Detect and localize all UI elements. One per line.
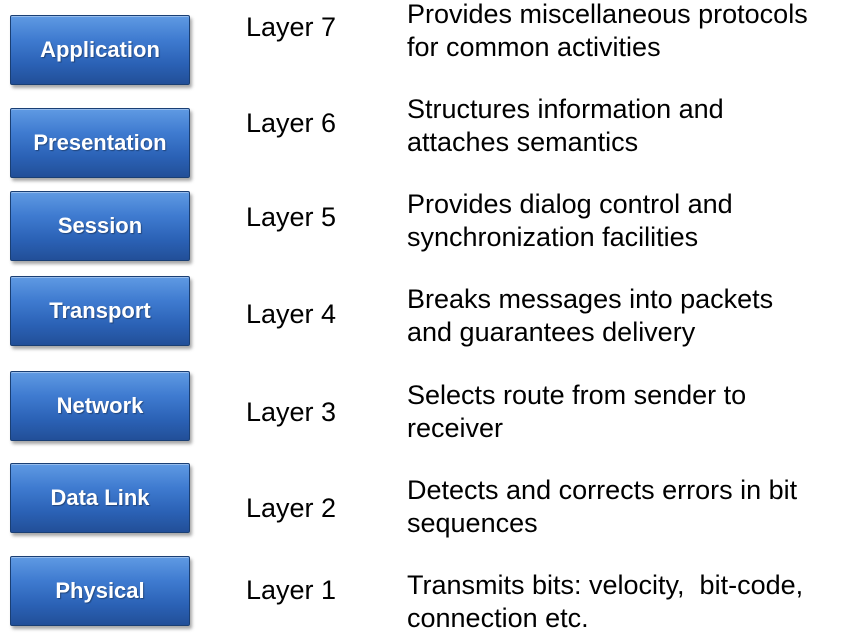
layer-description-line: receiver [407, 413, 504, 443]
layer-description-line: Transmits bits: velocity, bit-code, [407, 570, 804, 600]
layer-description-line: Provides dialog control and [407, 189, 733, 219]
layer-number-2: Layer 2 [246, 493, 337, 523]
layer-description-line: and guarantees delivery [407, 317, 696, 347]
layer-description-line: sequences [407, 508, 538, 538]
layer-description-line: Breaks messages into packets [407, 284, 774, 314]
layer-description-line: synchronization facilities [407, 222, 699, 252]
layer-number-4: Layer 4 [246, 299, 337, 329]
layer-description-2: Detects and corrects errors in bit seque… [407, 474, 847, 540]
layer-box-presentation[interactable]: Presentation [10, 108, 190, 178]
layer-number-3: Layer 3 [246, 397, 337, 427]
layer-description-line: for common activities [407, 32, 661, 62]
layer-number-5: Layer 5 [246, 202, 337, 232]
layer-number-6: Layer 6 [246, 108, 337, 138]
layer-description-4: Breaks messages into packets and guarant… [407, 283, 847, 349]
layer-description-3: Selects route from sender to receiver [407, 379, 847, 445]
layer-box-transport[interactable]: Transport [10, 276, 190, 346]
layer-description-line: connection etc. [407, 603, 589, 633]
layer-number-7: Layer 7 [246, 12, 337, 42]
layer-description-7: Provides miscellaneous protocols for com… [407, 0, 847, 64]
layer-description-line: Selects route from sender to [407, 380, 747, 410]
layer-description-line: Detects and corrects errors in bit [407, 475, 798, 505]
layer-box-session[interactable]: Session [10, 191, 190, 261]
layer-description-1: Transmits bits: velocity, bit-code, conn… [407, 569, 847, 635]
layer-description-line: Provides miscellaneous protocols [407, 0, 808, 29]
layer-box-physical[interactable]: Physical [10, 556, 190, 626]
layer-description-line: attaches semantics [407, 127, 639, 157]
layer-number-1: Layer 1 [246, 575, 337, 605]
layer-box-network[interactable]: Network [10, 371, 190, 441]
layer-description-line: Structures information and [407, 94, 724, 124]
layer-box-data-link[interactable]: Data Link [10, 463, 190, 533]
layer-description-5: Provides dialog control and synchronizat… [407, 188, 847, 254]
layer-description-6: Structures information and attaches sema… [407, 93, 847, 159]
layer-box-application[interactable]: Application [10, 15, 190, 85]
